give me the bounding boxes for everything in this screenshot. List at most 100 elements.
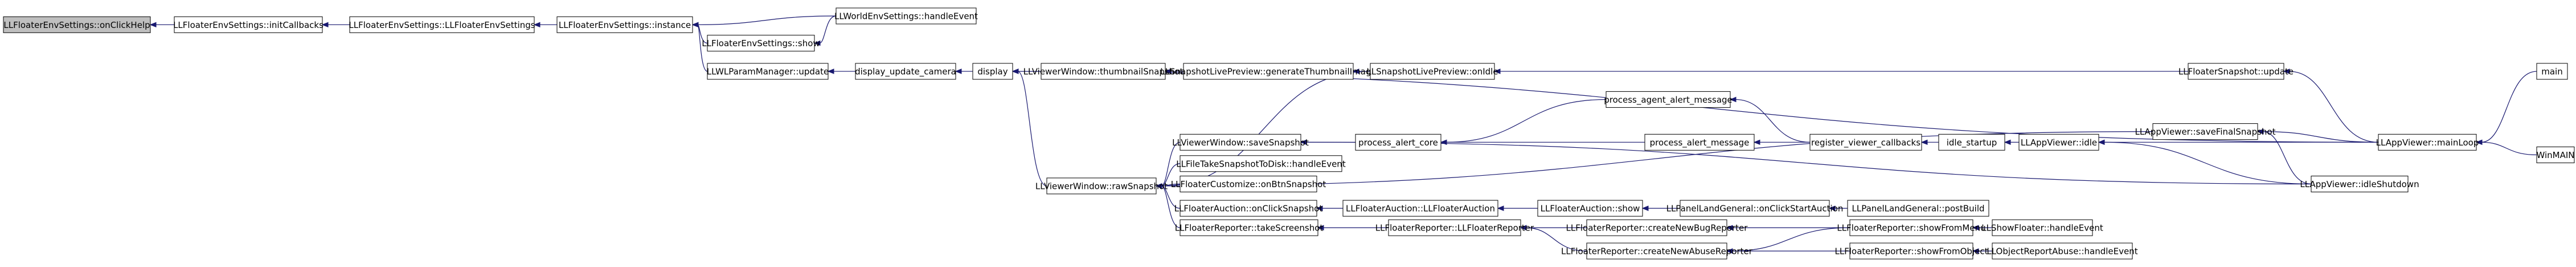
graph-node-n33[interactable]: LLFloaterReporter::takeScreenshot bbox=[1175, 219, 1324, 236]
graph-node-n34[interactable]: LLFloaterReporter::LLFloaterReporter bbox=[1375, 219, 1534, 236]
node-label: LLFloaterReporter::showFromMenu bbox=[1837, 223, 1985, 233]
node-label: LLFloaterEnvSettings::instance bbox=[559, 20, 691, 30]
call-edge-n7-n8 bbox=[955, 68, 973, 74]
graph-node-n15[interactable]: WinMAIN bbox=[2536, 146, 2575, 163]
edge-line bbox=[1017, 71, 1047, 187]
graph-node-n29[interactable]: LLFloaterAuction::LLFloaterAuction bbox=[1342, 200, 1498, 217]
graph-node-n11[interactable]: LLSnapshotLivePreview::onIdle bbox=[1366, 63, 1498, 80]
node-box bbox=[1938, 134, 2005, 151]
node-box bbox=[1370, 63, 1495, 80]
node-label: process_alert_message bbox=[1650, 137, 1750, 148]
node-box bbox=[2378, 134, 2477, 151]
graph-node-n3[interactable]: LLFloaterEnvSettings::instance bbox=[556, 16, 693, 33]
graph-node-n13[interactable]: LLAppViewer::mainLoop bbox=[2376, 134, 2479, 151]
arrowhead-icon bbox=[691, 22, 699, 28]
graph-node-n31[interactable]: LLPanelLandGeneral::onClickStartAuction bbox=[1666, 200, 1844, 217]
node-box bbox=[1183, 63, 1354, 80]
call-edge-n18-n20 bbox=[1440, 139, 1645, 145]
graph-node-n2[interactable]: LLFloaterEnvSettings::LLFloaterEnvSettin… bbox=[349, 16, 535, 33]
arrowhead-icon bbox=[1726, 248, 1733, 254]
call-edge-n13-n15 bbox=[2475, 139, 2537, 156]
node-box bbox=[556, 16, 693, 33]
node-label: LLFloaterEnvSettings::show bbox=[702, 38, 820, 48]
call-edge-n33-n34 bbox=[1317, 225, 1389, 230]
arrowhead-icon bbox=[1352, 68, 1359, 74]
graph-node-n0[interactable]: LLFloaterEnvSettings::onClickHelp bbox=[3, 16, 151, 33]
graph-node-n6[interactable]: LLWLParamManager::update bbox=[707, 63, 829, 80]
node-label: LLFloaterEnvSettings::LLFloaterEnvSettin… bbox=[349, 20, 535, 30]
node-box bbox=[2152, 123, 2258, 140]
arrowhead-icon bbox=[1440, 139, 1447, 145]
graph-node-n32[interactable]: LLPanelLandGeneral::postBuild bbox=[1847, 200, 1989, 217]
node-box bbox=[1849, 242, 1973, 260]
arrowhead-icon bbox=[1920, 139, 1928, 145]
arrowhead-icon bbox=[813, 40, 821, 46]
arrowhead-icon bbox=[1164, 68, 1172, 74]
graph-node-n1[interactable]: LLFloaterEnvSettings::initCallbacks bbox=[173, 16, 323, 33]
call-edge-n24-n25 bbox=[2256, 128, 2312, 185]
graph-node-n24[interactable]: LLAppViewer::saveFinalSnapshot bbox=[2135, 123, 2276, 140]
node-label: LLViewerWindow::saveSnapshot bbox=[1172, 137, 1309, 148]
graph-node-n40[interactable]: LLObjectReportAbuse::handleEvent bbox=[1987, 242, 2138, 260]
graph-node-n28[interactable]: LLFloaterAuction::onClickSnapshot bbox=[1174, 200, 1323, 217]
graph-node-n8[interactable]: display bbox=[972, 63, 1013, 80]
graph-node-n20[interactable]: process_alert_message bbox=[1644, 134, 1755, 151]
graph-node-n19[interactable]: process_agent_alert_message bbox=[1604, 91, 1733, 108]
graph-node-n27[interactable]: LLFloaterCustomize::onBtnSnapshot bbox=[1171, 176, 1326, 193]
call-edge-n23-n25 bbox=[2098, 139, 2312, 185]
arrowhead-icon bbox=[827, 68, 834, 74]
graph-node-n25[interactable]: LLAppViewer::idleShutdown bbox=[2300, 176, 2419, 193]
node-label: LLFloaterReporter::takeScreenshot bbox=[1175, 223, 1324, 233]
graph-node-n26[interactable]: LLFileTakeSnapshotToDisk::handleEvent bbox=[1176, 155, 1346, 172]
node-box bbox=[1180, 176, 1317, 193]
edge-line bbox=[1161, 163, 1181, 187]
graph-node-n18[interactable]: process_alert_core bbox=[1355, 134, 1441, 151]
graph-node-n16[interactable]: LLViewerWindow::rawSnapshot bbox=[1035, 177, 1168, 195]
call-edge-n23-n13 bbox=[2098, 139, 2378, 145]
graph-node-n14[interactable]: main bbox=[2536, 63, 2568, 80]
graph-node-n37[interactable]: LLShowFloater::handleEvent bbox=[1981, 219, 2103, 236]
graph-node-n23[interactable]: LLAppViewer::idle bbox=[2018, 134, 2099, 151]
edge-line bbox=[819, 15, 837, 44]
edge-line bbox=[2262, 131, 2379, 143]
node-box bbox=[1180, 200, 1317, 217]
arrowhead-icon bbox=[1497, 205, 1504, 211]
call-edge-n28-n29 bbox=[1316, 205, 1343, 211]
graph-node-n30[interactable]: LLFloaterAuction::show bbox=[1537, 200, 1643, 217]
call-edge-n8-n16 bbox=[1011, 68, 1047, 187]
node-box bbox=[707, 35, 815, 52]
graph-node-n17[interactable]: LLViewerWindow::saveSnapshot bbox=[1172, 134, 1309, 151]
node-label: LLFloaterReporter::showFromObject bbox=[1835, 246, 1988, 257]
graph-node-n22[interactable]: idle_startup bbox=[1938, 134, 2005, 151]
node-box bbox=[174, 16, 323, 33]
edge-line bbox=[2481, 141, 2537, 156]
graph-node-n5[interactable]: LLWorldEnvSettings::handleEvent bbox=[834, 7, 978, 25]
call-edge-n36-n37 bbox=[1972, 225, 1992, 230]
node-box bbox=[2018, 134, 2099, 151]
graph-node-n7[interactable]: display_update_camera bbox=[855, 63, 956, 80]
node-label: LLSnapshotLivePreview::generateThumbnail… bbox=[1160, 67, 1376, 77]
edge-line bbox=[1161, 185, 1181, 228]
node-label: display_update_camera bbox=[855, 67, 956, 78]
edge-line bbox=[1161, 183, 1181, 187]
graph-node-n10[interactable]: LLSnapshotLivePreview::generateThumbnail… bbox=[1160, 63, 1377, 80]
graph-node-n35[interactable]: LLFloaterReporter::createNewBugReporter bbox=[1566, 219, 1748, 236]
graph-node-n38[interactable]: LLFloaterReporter::createNewAbuseReporte… bbox=[1561, 242, 1753, 260]
node-box bbox=[1046, 177, 1157, 195]
node-label: LLFloaterEnvSettings::onClickHelp bbox=[3, 20, 150, 30]
graph-node-n21[interactable]: register_viewer_callbacks bbox=[1809, 134, 1922, 151]
node-box bbox=[1606, 91, 1731, 108]
graph-node-n12[interactable]: LLFloaterSnapshot::update bbox=[2178, 63, 2294, 80]
call-edge-n6-n7 bbox=[827, 68, 855, 74]
arrowhead-icon bbox=[149, 22, 157, 28]
graph-node-n39[interactable]: LLFloaterReporter::showFromObject bbox=[1835, 242, 1988, 260]
graph-node-n36[interactable]: LLFloaterReporter::showFromMenu bbox=[1837, 219, 1986, 236]
node-box bbox=[1992, 242, 2133, 260]
node-label: LLFloaterCustomize::onBtnSnapshot bbox=[1171, 179, 1326, 189]
node-label: LLFloaterEnvSettings::initCallbacks bbox=[173, 20, 323, 30]
graph-node-n4[interactable]: LLFloaterEnvSettings::show bbox=[702, 35, 820, 52]
graph-node-n9[interactable]: LLViewerWindow::thumbnailSnapshot bbox=[1023, 63, 1183, 80]
call-edge-n17-n25 bbox=[1300, 139, 2312, 185]
node-box bbox=[1388, 219, 1521, 236]
